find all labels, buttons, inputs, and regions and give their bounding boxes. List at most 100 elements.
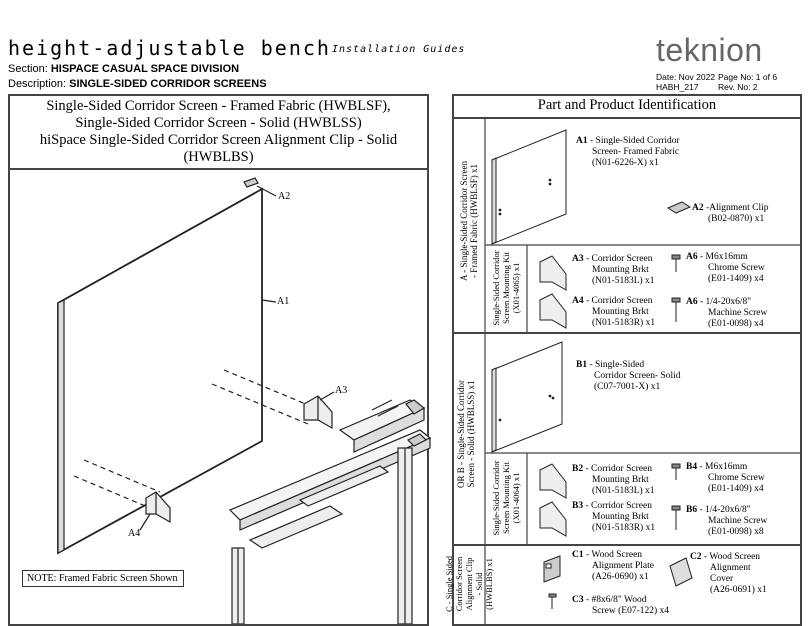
callout-a2: A2	[278, 191, 291, 202]
screen-a1-drawing	[491, 129, 567, 245]
note-box: NOTE: Framed Fabric Screen Shown	[22, 570, 184, 587]
callout-a1: A1	[277, 296, 290, 307]
part-a2-line: (B02-0870) x1	[708, 214, 765, 224]
part-b4-line: - M6x16mm	[699, 462, 748, 472]
part-c1-line: Alignment Plate	[592, 561, 655, 571]
kit-a-label-line: Single-Sided Corridor	[491, 250, 501, 326]
part-a6-machine-code: A6	[686, 297, 698, 307]
screw-a6-drawing	[671, 297, 681, 303]
section-c-label-line: Alignment Clip	[464, 557, 474, 611]
part-b4: B4 - M6x16mm Chrome Screw (E01-1409) x4	[686, 462, 765, 495]
teknion-logo: teknion	[656, 32, 763, 68]
part-a1-line: Screen- Framed Fabric	[592, 147, 680, 157]
part-a1-line: (N01-6226-X) x1	[592, 158, 659, 168]
part-a3: A3 - Corridor Screen Mounting Brkt (N01-…	[572, 254, 655, 287]
part-a6-chrome-code: A6	[686, 252, 698, 262]
part-b6-line: Machine Screw	[708, 516, 768, 526]
callout-a3: A3	[335, 385, 348, 396]
kit-b-label-line: Single-Sided Corridor	[491, 460, 501, 536]
kit-a-label-line: (X01-4065) x1	[511, 262, 521, 314]
part-c1: C1 - Wood Screen Alignment Plate (A26-06…	[572, 550, 654, 583]
part-b2-line: Mounting Brkt	[592, 475, 649, 485]
left-title: Single-Sided Corridor Screen - Framed Fa…	[10, 98, 427, 166]
section-b-label-line: Screen - Solid (HWBLSS) x1	[466, 380, 476, 488]
part-c2: C2 - Wood Screen Alignment Cover (A26-06…	[690, 552, 767, 596]
part-a6-chrome-line: Chrome Screw	[708, 263, 765, 273]
description-line: Description: SINGLE-SIDED CORRIDOR SCREE…	[8, 78, 267, 90]
part-a2-line: -Alignment Clip	[706, 203, 769, 213]
screen-edge	[57, 299, 65, 554]
kit-a-label-line: Screen Mounting Kit	[501, 252, 511, 324]
left-title-line: Single-Sided Corridor Screen - Solid (HW…	[75, 115, 362, 131]
part-b6-code: B6	[686, 505, 698, 515]
bracket-a4-drawing	[539, 293, 567, 329]
section-a-label-line: A - Single-Sided Corridor Screen	[459, 161, 469, 281]
part-b3-code: B3	[572, 501, 584, 511]
part-a6-chrome: A6 - M6x16mm Chrome Screw (E01-1409) x4	[686, 252, 765, 285]
part-c1-line: (A26-0690) x1	[592, 572, 649, 582]
part-c2-line: - Wood Screen	[704, 552, 761, 562]
left-title-line: Single-Sided Corridor Screen - Framed Fa…	[46, 98, 391, 114]
part-b6-line: (E01-0098) x8	[708, 527, 764, 537]
part-a4-line: Mounting Brkt	[592, 307, 649, 317]
part-c3-code: C3	[572, 595, 584, 605]
kit-b-label-line: (X01-4064) x1	[511, 472, 521, 524]
description-label: Description:	[8, 78, 67, 90]
part-a4-line: - Corridor Screen	[586, 296, 653, 306]
section-line: Section: HISPACE CASUAL SPACE DIVISION	[8, 63, 239, 75]
part-b1: B1 - Single-Sided Corridor Screen- Solid…	[576, 360, 681, 393]
part-b4-line: (E01-1409) x4	[708, 484, 764, 494]
part-a6-chrome-line: - M6x16mm	[700, 252, 748, 262]
bench-frame	[228, 399, 432, 624]
part-a6-machine-line: (E01-0098) x4	[708, 319, 764, 329]
doc-date: Date: Nov 2022	[656, 72, 716, 82]
part-b3-line: - Corridor Screen	[585, 501, 652, 511]
doc-rev: Rev. No: 2	[718, 82, 758, 92]
part-a6-machine-line: - 1/4-20x6/8"	[700, 297, 752, 307]
doc-subtitle: Installation Guides	[332, 44, 466, 55]
part-b3: B3 - Corridor Screen Mounting Brkt (N01-…	[572, 501, 655, 534]
part-a4-code: A4	[572, 296, 584, 306]
part-b6-line: - 1/4-20x6/8"	[699, 505, 751, 515]
screen-b1-drawing	[491, 341, 563, 453]
section-c-label-line: (HWBLBS) x1	[484, 558, 494, 610]
left-title-divider	[8, 168, 429, 170]
part-c2-code: C2	[690, 552, 702, 562]
part-c1-code: C1	[572, 550, 584, 560]
plate-c1-drawing	[543, 555, 561, 583]
part-c2-line: (A26-0691) x1	[710, 585, 767, 595]
part-b3-line: (N01-5183R) x1	[592, 523, 656, 533]
part-b2-code: B2	[572, 464, 584, 474]
part-b6: B6 - 1/4-20x6/8" Machine Screw (E01-0098…	[686, 505, 767, 538]
doc-page: Page No: 1 of 6	[718, 72, 778, 82]
part-c3: C3 - #8x6/8" Wood Screw (E07-122) x4	[572, 595, 669, 617]
part-b1-line: Corridor Screen- Solid	[594, 371, 681, 381]
part-a6-chrome-line: (E01-1409) x4	[708, 274, 764, 284]
part-a6-machine: A6 - 1/4-20x6/8" Machine Screw (E01-0098…	[686, 297, 767, 330]
part-c3-line: Screw (E07-122) x4	[592, 606, 670, 616]
part-a3-code: A3	[572, 254, 584, 264]
alignment-clip	[243, 177, 259, 188]
part-b4-code: B4	[686, 462, 698, 472]
part-a2: A2 -Alignment Clip (B02-0870) x1	[692, 203, 769, 225]
doc-id: HABH_217	[656, 82, 699, 92]
part-b3-line: Mounting Brkt	[592, 512, 649, 522]
bracket-b3-drawing	[539, 501, 567, 537]
kit-b-label-line: Screen Mounting Kit	[501, 462, 511, 534]
section-c-label-line: C - Single Sided	[444, 556, 454, 612]
part-a3-line: Mounting Brkt	[592, 265, 649, 275]
part-b2: B2 - Corridor Screen Mounting Brkt (N01-…	[572, 464, 655, 497]
clip-a2-drawing	[666, 201, 692, 214]
part-b1-line: (C07-7001-X) x1	[594, 382, 661, 392]
part-a6-machine-line: Machine Screw	[708, 308, 768, 318]
screw-b4-drawing	[671, 463, 681, 469]
section-b-label-line: B - Single-Sided Corridor	[456, 380, 466, 474]
part-c1-line: - Wood Screen	[586, 550, 643, 560]
part-c2-line: Cover	[710, 574, 734, 584]
section-c-label-line: - Solid	[474, 572, 484, 596]
part-b1-code: B1	[576, 360, 588, 370]
screw-b6-drawing	[671, 505, 681, 511]
bracket-a3-drawing	[539, 255, 567, 291]
right-title: Part and Product Identification	[537, 97, 717, 113]
section-a-label-line: - Framed Fabric (HWBLSF) x1	[469, 164, 479, 278]
